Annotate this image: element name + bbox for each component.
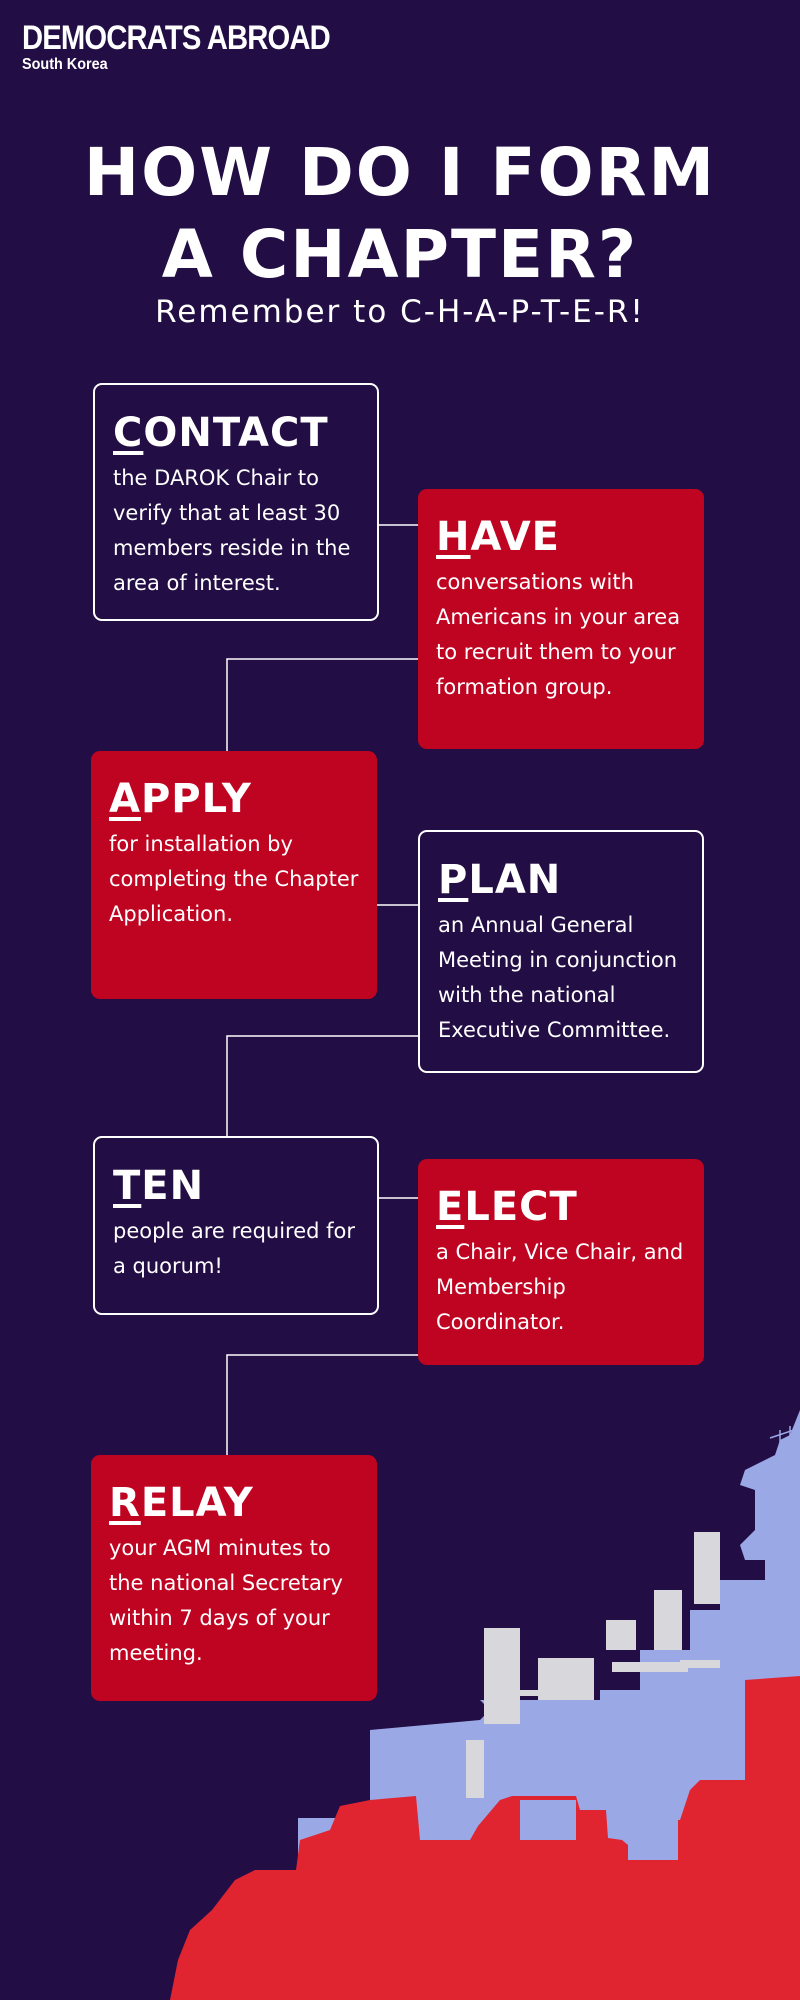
step-card-elect: ELECT a Chair, Vice Chair, and Membershi…	[418, 1159, 704, 1365]
step-heading-rest: AVE	[470, 514, 561, 560]
step-heading: APPLY	[109, 775, 361, 823]
step-initial: C	[113, 410, 144, 456]
step-heading: HAVE	[436, 513, 688, 561]
step-heading: CONTACT	[113, 409, 361, 457]
page-subtitle: Remember to C-H-A-P-T-E-R!	[155, 294, 645, 330]
step-heading-rest: EN	[141, 1163, 205, 1209]
step-heading-rest: PPLY	[140, 776, 252, 822]
step-description: conversations with Americans in your are…	[436, 570, 681, 699]
step-initial: E	[436, 1184, 465, 1230]
step-card-have: HAVE conversations with Americans in you…	[418, 489, 704, 749]
step-heading: TEN	[113, 1162, 361, 1210]
step-heading-rest: ONTACT	[143, 410, 329, 456]
step-initial: T	[113, 1163, 142, 1209]
brand-logo: DEMOCRATS ABROAD South Korea	[22, 20, 380, 74]
brand-name: DEMOCRATS ABROAD	[22, 19, 331, 57]
step-description: the DAROK Chair to verify that at least …	[113, 466, 351, 595]
step-heading: ELECT	[436, 1183, 688, 1231]
step-heading-rest: LECT	[464, 1184, 578, 1230]
step-heading: PLAN	[438, 856, 686, 904]
step-description: people are required for a quorum!	[113, 1219, 356, 1278]
title-line-1: HOW DO I FORM	[83, 134, 717, 211]
step-initial: P	[438, 857, 469, 903]
connector-plan-ten	[226, 1035, 419, 1136]
step-card-apply: APPLY for installation by completing the…	[91, 751, 377, 999]
step-card-plan: PLAN an Annual General Meeting in conjun…	[418, 830, 704, 1073]
step-description: for installation by completing the Chapt…	[109, 832, 359, 926]
step-heading: RELAY	[109, 1479, 361, 1527]
skyline-gray-layer	[466, 1532, 720, 1798]
page-title: HOW DO I FORM A CHAPTER?	[0, 132, 800, 296]
step-card-contact: CONTACT the DAROK Chair to verify that a…	[93, 383, 379, 621]
skyline-blue-gaps	[520, 1800, 678, 1860]
step-initial: R	[109, 1480, 141, 1526]
title-line-2: A CHAPTER?	[161, 216, 639, 293]
step-heading-rest: LAN	[468, 857, 562, 903]
step-description: your AGM minutes to the national Secreta…	[109, 1536, 343, 1665]
brand-region: South Korea	[22, 56, 108, 73]
pagoda-railings	[744, 1426, 800, 1473]
step-description: an Annual General Meeting in conjunction…	[438, 913, 678, 1042]
step-card-relay: RELAY your AGM minutes to the national S…	[91, 1455, 377, 1701]
step-card-ten: TEN people are required for a quorum!	[93, 1136, 379, 1315]
step-initial: H	[436, 514, 471, 560]
skyline-red-layer	[170, 1676, 800, 2000]
step-heading-rest: ELAY	[140, 1480, 254, 1526]
connector-have-apply	[226, 658, 419, 751]
step-initial: A	[109, 776, 141, 822]
city-skyline-illustration	[170, 1410, 800, 2000]
step-description: a Chair, Vice Chair, and Membership Coor…	[436, 1240, 684, 1334]
